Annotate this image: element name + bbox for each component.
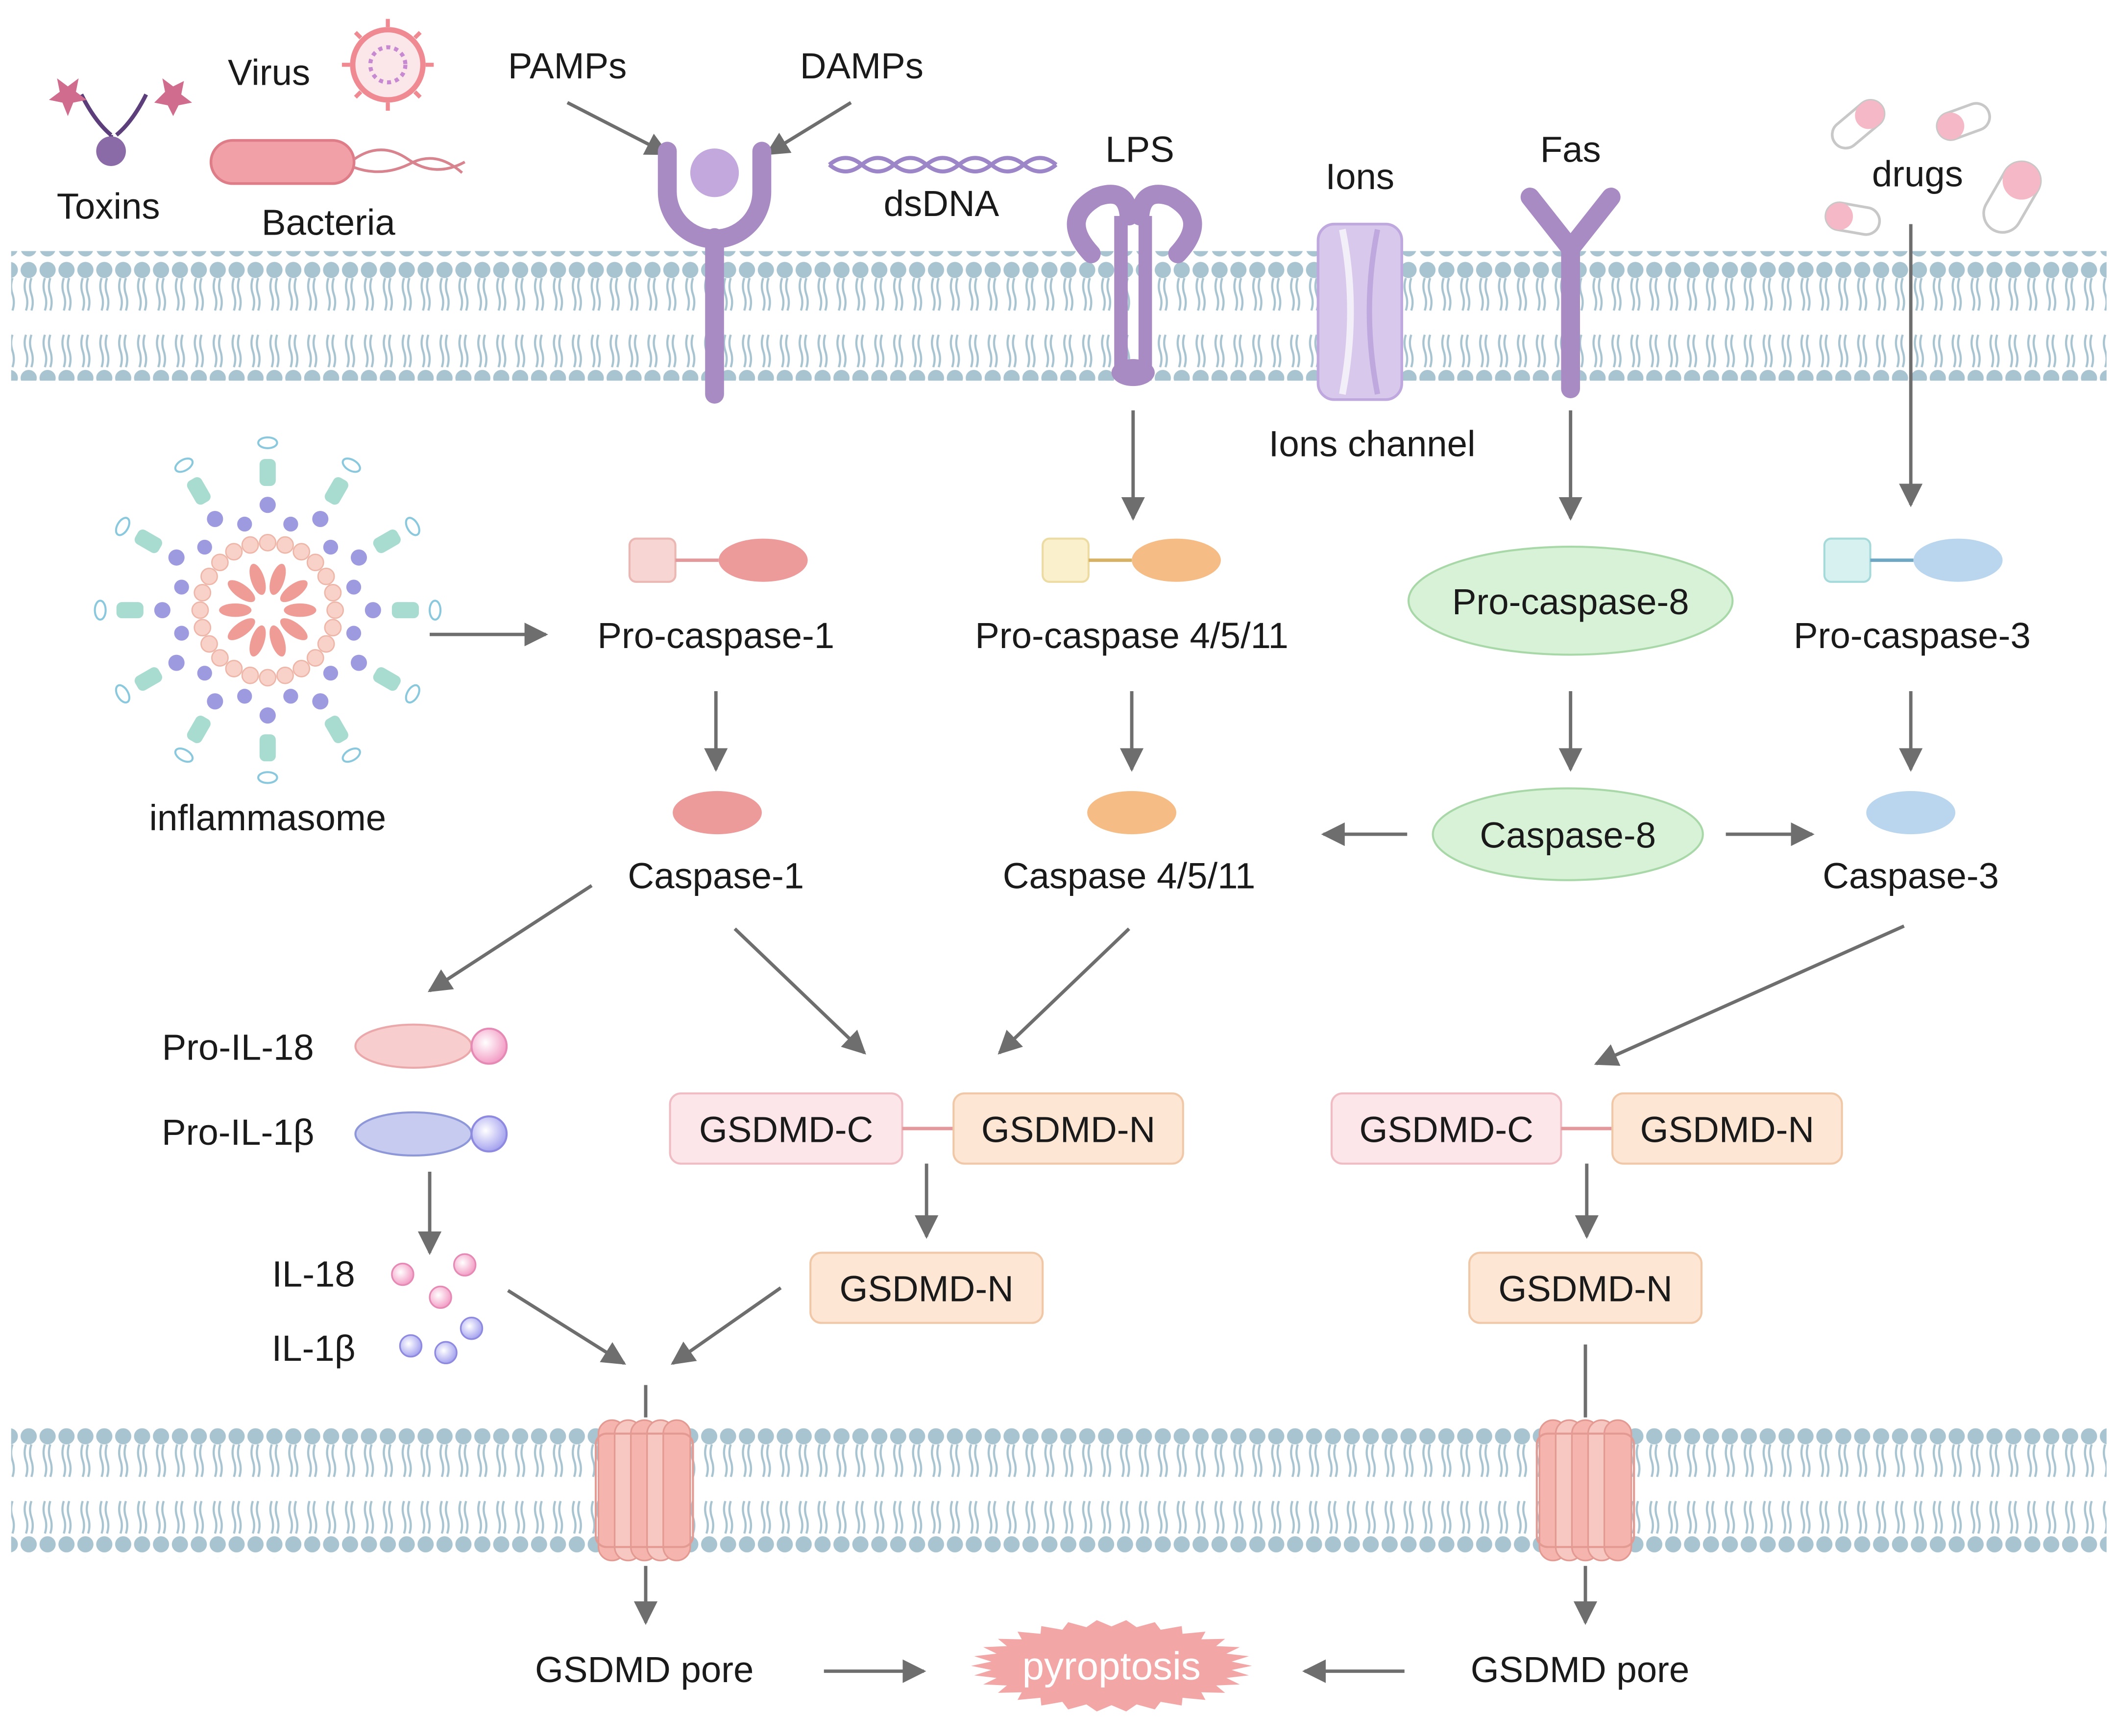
lps-label: LPS bbox=[1105, 129, 1174, 170]
pyroptosis-burst-shape bbox=[971, 1620, 1252, 1712]
gsdmd-c-label-left: GSDMD-C bbox=[699, 1109, 873, 1150]
ion-channel-icon bbox=[1316, 222, 1403, 401]
gsdmd-n-label-right: GSDMD-N bbox=[1640, 1109, 1814, 1150]
arrow-caspase1-to-pro-il bbox=[427, 884, 593, 992]
toxins-icon bbox=[49, 78, 193, 166]
arrow-pamps-to-receptor bbox=[566, 101, 670, 156]
arrow-gsdmd-n-to-pore-left bbox=[671, 1286, 782, 1365]
il-18-particles-icon bbox=[391, 1253, 477, 1309]
gsdmd-n-box-right bbox=[1611, 1092, 1843, 1165]
arrow-il-to-pore bbox=[507, 1289, 626, 1365]
fas-label: Fas bbox=[1540, 129, 1601, 170]
bottom-cell-membrane bbox=[11, 1428, 2107, 1558]
caspase-8-ellipse bbox=[1432, 787, 1704, 881]
pro-caspase-8-ellipse bbox=[1407, 546, 1734, 656]
damps-label: DAMPs bbox=[800, 46, 924, 86]
inflammasome-icon bbox=[94, 436, 442, 784]
pro-il-1b-icon bbox=[354, 1111, 508, 1157]
gsdmd-pore-right-icon bbox=[1535, 1419, 1635, 1562]
fas-receptor bbox=[1520, 188, 1621, 398]
pro-caspase-1-label: Pro-caspase-1 bbox=[597, 615, 834, 656]
gsdmd-n-label-left: GSDMD-N bbox=[981, 1109, 1155, 1150]
pro-il-18-icon bbox=[354, 1023, 508, 1069]
caspase-1-label: Caspase-1 bbox=[628, 855, 804, 896]
gsdmd-c-label-right: GSDMD-C bbox=[1359, 1109, 1533, 1150]
drugs-label: drugs bbox=[1872, 153, 1963, 194]
lps-receptor-tlr4 bbox=[1067, 185, 1202, 386]
il-1b-label: IL-1β bbox=[272, 1328, 356, 1369]
pamps-label: PAMPs bbox=[508, 46, 627, 86]
caspase-4-5-11-icon bbox=[1087, 791, 1177, 835]
gsdmd-pore-label-left: GSDMD pore bbox=[535, 1649, 754, 1690]
gsdmd-pore-left-icon bbox=[594, 1419, 694, 1562]
pro-il-1b-label: Pro-IL-1β bbox=[162, 1112, 315, 1153]
gsdmd-n-fragment-label-right: GSDMD-N bbox=[1498, 1269, 1672, 1309]
bacteria-label: Bacteria bbox=[262, 202, 396, 243]
gsdmd-n-fragment-box-left bbox=[809, 1252, 1044, 1324]
virus-icon bbox=[341, 19, 434, 111]
gsdmd-n-fragment-label-left: GSDMD-N bbox=[839, 1269, 1013, 1309]
arrow-caspase3-to-gsdmd bbox=[1594, 924, 1905, 1066]
pyroptosis-label: pyroptosis bbox=[1022, 1644, 1201, 1688]
toxins-label: Toxins bbox=[57, 186, 160, 226]
gsdmd-n-fragment-box-right bbox=[1468, 1252, 1703, 1324]
il-18-label: IL-18 bbox=[272, 1254, 355, 1294]
pro-caspase-3-label: Pro-caspase-3 bbox=[1794, 615, 2031, 656]
pro-caspase-4-5-11-label: Pro-caspase 4/5/11 bbox=[975, 615, 1288, 656]
caspase-4-5-11-label: Caspase 4/5/11 bbox=[1003, 855, 1256, 896]
gsdmd-n-box-left bbox=[952, 1092, 1184, 1165]
caspase-3-label: Caspase-3 bbox=[1823, 855, 1999, 896]
caspase-1-icon bbox=[673, 791, 762, 835]
il-1b-particles-icon bbox=[399, 1317, 484, 1365]
inflammasome-label: inflammasome bbox=[149, 797, 386, 838]
caspase-8-label: Caspase-8 bbox=[1480, 815, 1656, 856]
ions-label: Ions bbox=[1326, 156, 1395, 197]
arrow-caspase1-to-gsdmd bbox=[733, 927, 866, 1055]
arrow-caspase4511-to-gsdmd bbox=[997, 927, 1130, 1055]
pattern-recognition-receptor bbox=[657, 142, 772, 404]
dsdna-helix-icon bbox=[828, 156, 1058, 173]
drug-capsules-icon bbox=[1824, 98, 2042, 236]
ions-channel-label: Ions channel bbox=[1269, 423, 1476, 464]
pro-caspase-4-5-11-icon bbox=[1042, 537, 1221, 583]
dsdna-label: dsDNA bbox=[884, 183, 999, 224]
pro-caspase-8-label: Pro-caspase-8 bbox=[1452, 581, 1689, 622]
bacteria-icon bbox=[209, 139, 466, 185]
virus-label: Virus bbox=[228, 52, 310, 93]
arrow-damps-to-receptor bbox=[765, 101, 852, 156]
pro-caspase-3-icon bbox=[1823, 537, 2003, 583]
gsdmd-pore-label-right: GSDMD pore bbox=[1471, 1649, 1689, 1690]
top-cell-membrane bbox=[11, 251, 2107, 381]
caspase-3-icon bbox=[1866, 791, 1956, 835]
pro-caspase-1-icon bbox=[628, 537, 808, 583]
pro-il-18-label: Pro-IL-18 bbox=[162, 1027, 314, 1067]
